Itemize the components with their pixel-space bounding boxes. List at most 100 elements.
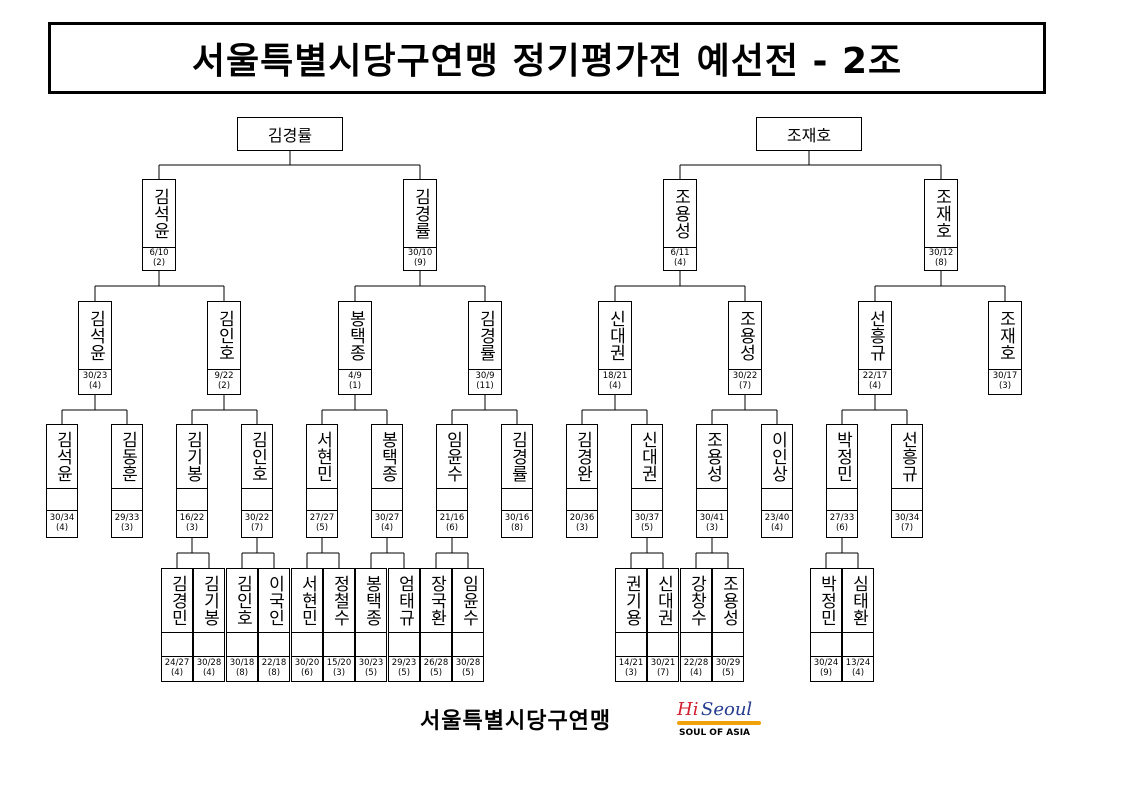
score: 15/20	[326, 658, 352, 668]
rank: (7)	[250, 523, 264, 533]
rank: (3)	[575, 523, 589, 533]
player-name-cell: 김기봉	[177, 425, 207, 489]
rank: (4)	[868, 381, 882, 391]
score: 30/23	[82, 371, 108, 381]
score: 30/20	[294, 658, 320, 668]
player-score-cell: 22/17(4)	[859, 368, 891, 394]
player-name: 박정민	[832, 431, 853, 482]
player-score-cell: 29/23(5)	[389, 655, 419, 681]
empty-cell	[307, 489, 337, 511]
player-name: 김경민	[167, 575, 188, 626]
player-name: 이인상	[767, 431, 788, 482]
score: 22/17	[862, 371, 888, 381]
rank: (5)	[315, 523, 329, 533]
player-name-cell: 조재호	[925, 180, 957, 248]
empty-cell	[697, 489, 727, 511]
rank: (9)	[413, 258, 427, 268]
player-score-cell: 30/28(5)	[453, 655, 483, 681]
player-name-cell: 이인상	[762, 425, 792, 489]
player-name: 조재호	[995, 310, 1016, 361]
player-score-cell: 14/21(3)	[616, 655, 646, 681]
rank: (8)	[235, 668, 249, 678]
rank: (4)	[88, 381, 102, 391]
player-name-cell: 김석윤	[47, 425, 77, 489]
hi-seoul-logo: Hi Seoul SOUL OF ASIA	[675, 697, 765, 745]
footer: 서울특별시당구연맹 Hi Seoul SOUL OF ASIA	[420, 697, 765, 745]
logo-swoosh	[677, 721, 761, 725]
player-name: 조용성	[718, 575, 739, 626]
player-name: 신대권	[637, 431, 658, 482]
rank: (3)	[705, 523, 719, 533]
player-name: 조용성	[702, 431, 723, 482]
logo-seoul-text: Seoul	[701, 699, 753, 720]
player-score-cell: 9/22(2)	[208, 368, 240, 394]
player-name: 장국환	[426, 575, 447, 626]
score: 13/24	[845, 658, 871, 668]
player-score-cell: 26/28(5)	[421, 655, 451, 681]
rank: (3)	[624, 668, 638, 678]
rank: (8)	[934, 258, 948, 268]
score: 20/36	[569, 513, 595, 523]
player-name-cell: 김경률	[502, 425, 532, 489]
player-name-cell: 신대권	[632, 425, 662, 489]
player-name-cell: 김동훈	[112, 425, 142, 489]
player-name-cell: 김경률	[404, 180, 436, 248]
empty-cell	[648, 633, 678, 657]
player-name-cell: 신대권	[599, 302, 631, 370]
player-score-cell: 30/21(7)	[648, 655, 678, 681]
empty-cell	[47, 489, 77, 511]
player-name-cell: 임윤수	[437, 425, 467, 489]
score: 30/17	[992, 371, 1018, 381]
empty-cell	[616, 633, 646, 657]
player-score-cell: 15/20(3)	[324, 655, 354, 681]
player-name-cell: 신대권	[648, 569, 678, 633]
rank: (5)	[429, 668, 443, 678]
player-name: 정철수	[329, 575, 350, 626]
empty-cell	[162, 633, 192, 657]
footer-org-name: 서울특별시당구연맹	[420, 709, 612, 734]
rank: (4)	[770, 523, 784, 533]
empty-cell	[502, 489, 532, 511]
player-name: 심태환	[848, 575, 869, 626]
player-name-cell: 김인호	[208, 302, 240, 370]
player-name: 김경률	[475, 310, 496, 361]
player-name: 봉택종	[345, 310, 366, 361]
player-name-cell: 심태환	[843, 569, 873, 633]
player-name-cell: 조용성	[664, 180, 696, 248]
player-score-cell: 22/18(8)	[259, 655, 289, 681]
score: 30/34	[49, 513, 75, 523]
rank: (2)	[217, 381, 231, 391]
empty-cell	[356, 633, 386, 657]
player-name: 조용성	[735, 310, 756, 361]
player-score-cell: 30/24(9)	[811, 655, 841, 681]
player-name-cell: 김기봉	[194, 569, 224, 633]
empty-cell	[112, 489, 142, 511]
player-score-cell: 30/10(9)	[404, 246, 436, 270]
score: 27/27	[309, 513, 335, 523]
player-name: 이국인	[264, 575, 285, 626]
player-score-cell: 30/16(8)	[502, 509, 532, 537]
player-name-cell: 조용성	[729, 302, 761, 370]
score: 14/21	[618, 658, 644, 668]
player-name: 봉택종	[361, 575, 382, 626]
player-name-cell: 강창수	[681, 569, 711, 633]
empty-cell	[389, 633, 419, 657]
player-name: 선흥규	[897, 431, 918, 482]
page-title: 서울특별시당구연맹 정기평가전 예선전 - 2조	[191, 41, 903, 82]
